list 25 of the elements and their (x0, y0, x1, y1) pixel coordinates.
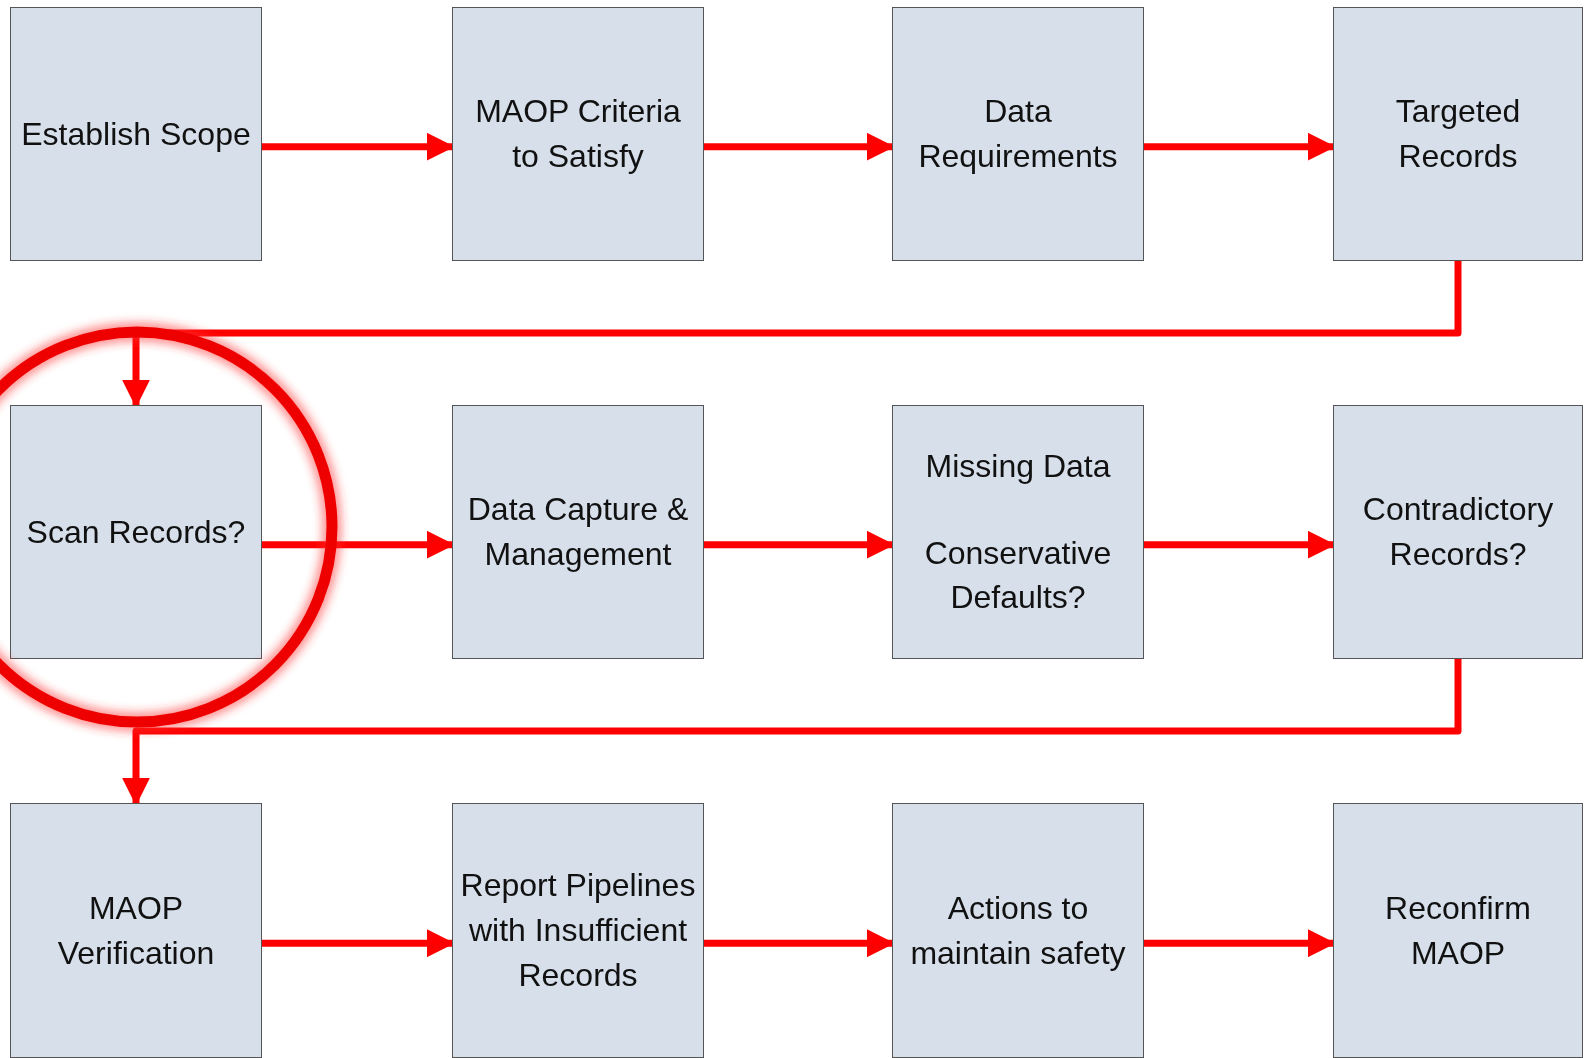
box-label: Scan Records? (26, 512, 246, 552)
box-label: Reconfirm MAOP (1384, 888, 1532, 973)
box-label: Missing Data (925, 446, 1111, 486)
process-box (1333, 7, 1583, 261)
process-box (892, 803, 1144, 1058)
box-label: Actions to maintain safety (909, 888, 1127, 973)
box-label: Data Capture & Management (466, 490, 690, 574)
box-label: Contradictory Records? (1361, 490, 1555, 574)
box-label: MAOP Criteria to Satisfy (474, 92, 682, 176)
process-box (452, 803, 704, 1058)
box-label: Data Requirements (917, 92, 1119, 176)
process-box (892, 405, 1144, 659)
process-box (10, 803, 262, 1058)
process-box (1333, 803, 1583, 1058)
process-box (892, 7, 1144, 261)
process-box (10, 405, 262, 659)
process-box (452, 7, 704, 261)
box-label: Report Pipelines with Insufficient Records (459, 866, 697, 995)
box-label: Establish Scope (21, 114, 251, 154)
box-label: Targeted Records (1394, 92, 1522, 176)
box-label: Conservative Defaults? (923, 533, 1113, 618)
process-box (1333, 405, 1583, 659)
box-label: MAOP Verification (56, 888, 216, 973)
process-box (452, 405, 704, 659)
process-box (10, 7, 262, 261)
